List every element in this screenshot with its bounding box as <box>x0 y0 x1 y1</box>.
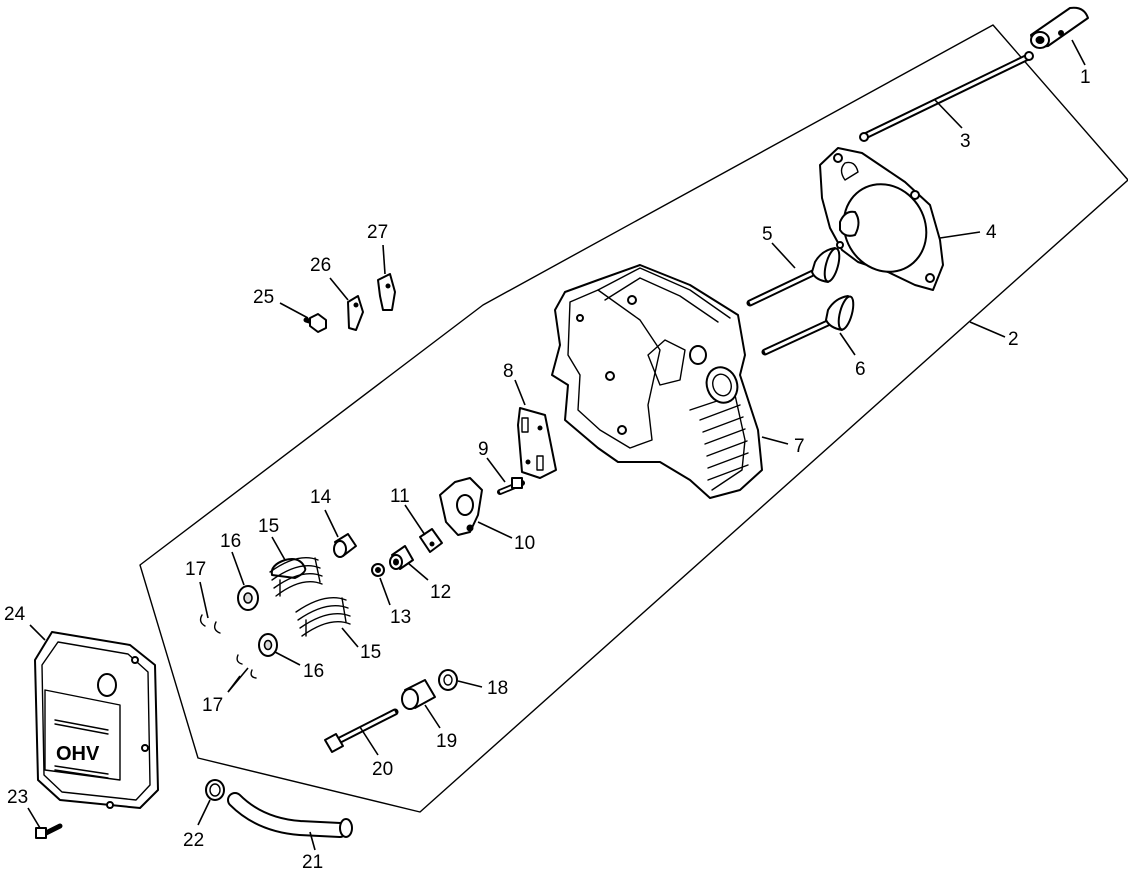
part-keepers-upper <box>199 614 221 634</box>
part-pivot <box>389 545 414 570</box>
part-breather-hose <box>227 792 353 838</box>
callout-27: 27 <box>367 222 388 243</box>
callout-labels: 1 2 3 4 5 6 7 8 9 10 11 12 13 14 15 15 1… <box>4 67 1091 873</box>
part-head-gasket <box>819 147 944 291</box>
callout-1: 1 <box>1080 67 1091 88</box>
callout-16a: 16 <box>220 531 241 552</box>
callout-21: 21 <box>302 852 323 873</box>
part-valve-5 <box>746 247 841 307</box>
leader-lines <box>27 39 1086 851</box>
part-valve-cover: OHV <box>34 631 159 809</box>
callout-19: 19 <box>436 731 457 752</box>
callout-15a: 15 <box>258 516 279 537</box>
part-rocker-stud <box>419 528 443 553</box>
callout-12: 12 <box>430 582 451 603</box>
part-plate <box>517 407 557 479</box>
part-valve-cap <box>333 533 357 558</box>
part-washer <box>438 669 458 691</box>
callout-8: 8 <box>503 361 514 382</box>
callout-9: 9 <box>478 439 489 460</box>
part-spacer <box>401 679 436 710</box>
part-cover-screw <box>35 823 63 839</box>
callout-17b: 17 <box>202 695 223 716</box>
callout-14: 14 <box>310 487 332 508</box>
part-nut <box>371 563 385 577</box>
part-coupler <box>1030 6 1089 49</box>
kit-outline <box>139 24 1128 813</box>
part-bracket <box>347 295 364 331</box>
callout-23: 23 <box>7 787 28 808</box>
callout-22: 22 <box>183 830 204 851</box>
callout-24: 24 <box>4 604 26 625</box>
part-bracket-27 <box>377 273 396 311</box>
callout-3: 3 <box>960 131 971 152</box>
part-spring-upper <box>269 557 323 597</box>
part-keepers-lower <box>236 654 257 679</box>
callout-5: 5 <box>762 224 773 245</box>
callout-2: 2 <box>1008 329 1019 350</box>
callout-4: 4 <box>986 222 997 243</box>
part-cylinder-head <box>551 264 763 499</box>
part-retainer-lower <box>258 633 278 657</box>
part-hose-clamp <box>205 779 225 801</box>
callout-26: 26 <box>310 255 331 276</box>
part-screw <box>303 313 327 333</box>
callout-7: 7 <box>794 436 805 457</box>
part-push-rod <box>859 51 1034 142</box>
callout-13: 13 <box>390 607 411 628</box>
callout-16b: 16 <box>303 661 324 682</box>
callout-18: 18 <box>487 678 508 699</box>
callout-11: 11 <box>390 486 410 507</box>
callout-20: 20 <box>372 759 393 780</box>
callout-15b: 15 <box>360 642 381 663</box>
callout-6: 6 <box>855 359 866 380</box>
part-retainer-upper <box>237 585 259 611</box>
callout-17a: 17 <box>185 559 206 580</box>
part-bolt <box>324 708 399 753</box>
part-spring-lower <box>295 597 351 637</box>
part-valve-6 <box>761 295 855 356</box>
part-rocker-arm <box>439 477 483 536</box>
valve-cover-logo: OHV <box>56 743 100 765</box>
callout-25: 25 <box>253 287 274 308</box>
callout-10: 10 <box>514 533 535 554</box>
part-stud <box>497 477 525 495</box>
